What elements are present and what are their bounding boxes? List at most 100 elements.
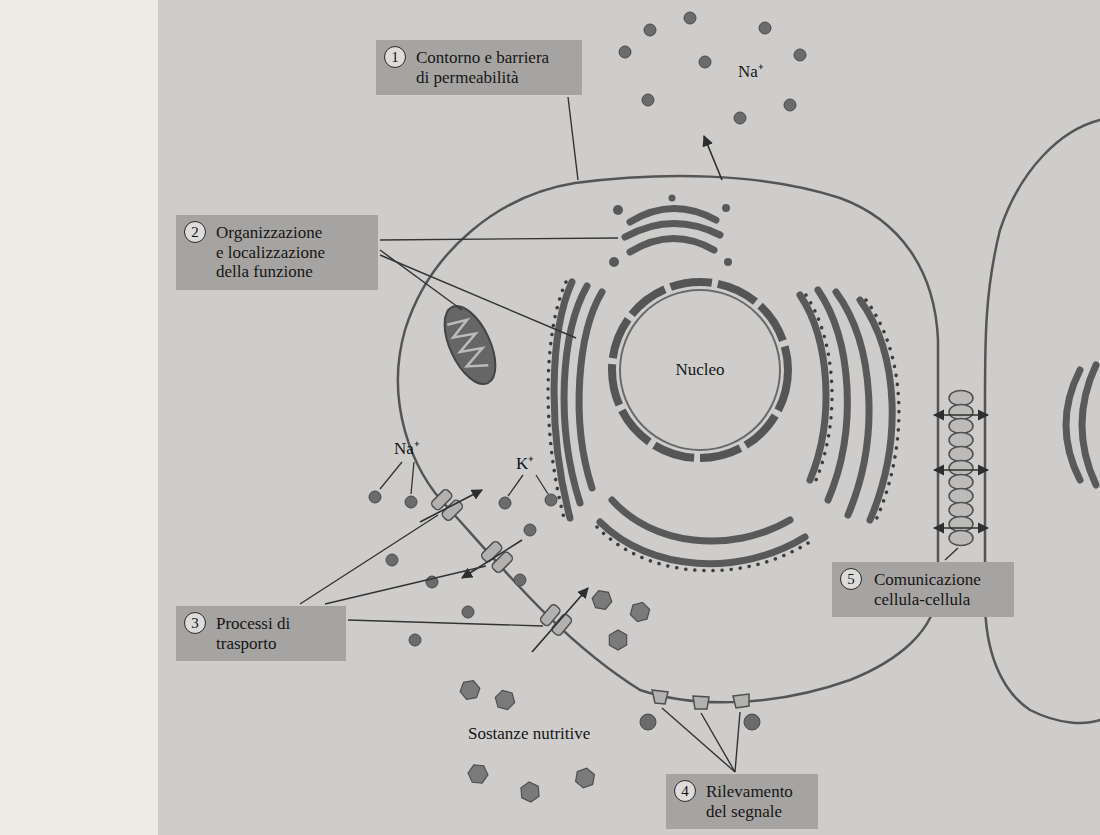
nutrient-hexagon xyxy=(628,601,652,623)
callout-number: 3 xyxy=(184,612,206,634)
ion-dot xyxy=(405,496,417,508)
rough-er xyxy=(554,282,572,518)
nucleus-label: Nucleo xyxy=(675,360,724,380)
mitochondrion xyxy=(447,315,490,373)
junction-arrow xyxy=(934,414,988,416)
figure-ground xyxy=(158,0,1100,835)
nuclear-envelope xyxy=(612,282,788,458)
transporter-protein xyxy=(550,613,573,637)
neighbour-golgi xyxy=(1066,365,1096,485)
ion-dot xyxy=(644,24,656,36)
nuclear-envelope xyxy=(620,290,780,450)
ion-dot xyxy=(462,606,474,618)
rough-er xyxy=(800,295,826,480)
gap-junction xyxy=(949,503,973,518)
ion-dot xyxy=(386,554,398,566)
signal-molecule xyxy=(744,714,760,730)
callout-box: 2Organizzazione e localizzazione della f… xyxy=(176,215,378,290)
callout-text: Rilevamento del segnale xyxy=(706,782,806,821)
ion-bracket xyxy=(508,475,523,496)
rough-er xyxy=(548,282,566,518)
ion-dot xyxy=(524,524,536,536)
nucleus: Nucleo xyxy=(605,275,795,465)
gap-junction xyxy=(949,461,973,476)
neighbour-golgi xyxy=(1082,365,1096,485)
callout-box: 4Rilevamento del segnale xyxy=(666,774,818,829)
ion-label: Na⁺ xyxy=(738,62,764,82)
receptor xyxy=(733,694,749,708)
transport-arrow xyxy=(462,540,522,578)
rough-er xyxy=(818,290,847,500)
rough-er xyxy=(860,300,892,520)
nutrient-hexagon xyxy=(459,680,482,701)
receptor xyxy=(652,690,749,709)
ion-dot xyxy=(409,634,421,646)
transporter-protein xyxy=(430,488,573,637)
callout-box: 3Processi di trasporto xyxy=(176,606,346,661)
junction-arrow xyxy=(934,469,988,471)
ion-dot xyxy=(699,56,711,68)
nutrient-hexagon xyxy=(573,766,598,789)
nutrient-hexagon xyxy=(459,590,652,804)
callout-box: 1Contorno e barriera di permeabilità xyxy=(376,40,582,95)
rough-er xyxy=(597,527,808,571)
gap-junction xyxy=(949,475,973,490)
transport-arrow xyxy=(532,588,588,652)
rough-er xyxy=(612,500,790,541)
ion-dot xyxy=(759,22,771,34)
callout-number: 2 xyxy=(184,221,206,243)
ion-dot xyxy=(642,94,654,106)
leader-line xyxy=(662,708,735,772)
gap-junction xyxy=(949,489,973,504)
ion-dot xyxy=(499,497,511,509)
gap-junction xyxy=(949,405,973,420)
golgi-apparatus xyxy=(609,195,732,268)
ion-bracket xyxy=(536,475,548,494)
leader-line xyxy=(945,548,958,560)
ion-bracket xyxy=(380,462,402,489)
golgi-apparatus xyxy=(625,208,720,252)
rough-er xyxy=(600,522,805,564)
leader-line xyxy=(325,566,486,604)
rough-er xyxy=(548,282,899,571)
mitochondrion xyxy=(434,298,506,391)
signal-molecule xyxy=(640,714,656,730)
gap-junction xyxy=(949,419,973,434)
junction-arrow xyxy=(934,527,988,529)
golgi-apparatus xyxy=(722,204,730,212)
leader-line xyxy=(380,250,462,310)
leader-line xyxy=(300,515,438,604)
nutrient-hexagon xyxy=(605,627,631,652)
signal-molecule xyxy=(640,714,760,730)
golgi-apparatus xyxy=(630,238,714,252)
nutrient-hexagon xyxy=(493,689,517,711)
ion-dot xyxy=(369,491,381,503)
gap-junction xyxy=(949,447,973,462)
leader-line xyxy=(735,712,740,772)
callout-text: Contorno e barriera di permeabilità xyxy=(416,48,558,87)
leader-line xyxy=(568,97,578,180)
gap-junction xyxy=(949,517,973,532)
neighbour-cell xyxy=(985,120,1100,723)
ion-dot xyxy=(784,99,796,111)
rough-er xyxy=(836,292,869,515)
receptor xyxy=(693,696,709,709)
golgi-apparatus xyxy=(609,257,619,267)
callout-number: 5 xyxy=(840,568,862,590)
callout-box: 5Comunicazione cellula-cellula xyxy=(832,562,1014,617)
ion-dot xyxy=(514,574,526,586)
transporter-protein xyxy=(491,551,514,574)
leader-line xyxy=(380,255,576,338)
golgi-apparatus xyxy=(609,195,732,268)
golgi-apparatus xyxy=(669,195,676,202)
rough-er xyxy=(579,292,602,488)
ion-dot xyxy=(369,12,806,646)
rough-er xyxy=(564,286,587,503)
mitochondrion xyxy=(434,298,506,391)
rough-er xyxy=(806,295,832,480)
ion-dot xyxy=(545,494,557,506)
rough-er xyxy=(548,282,899,571)
